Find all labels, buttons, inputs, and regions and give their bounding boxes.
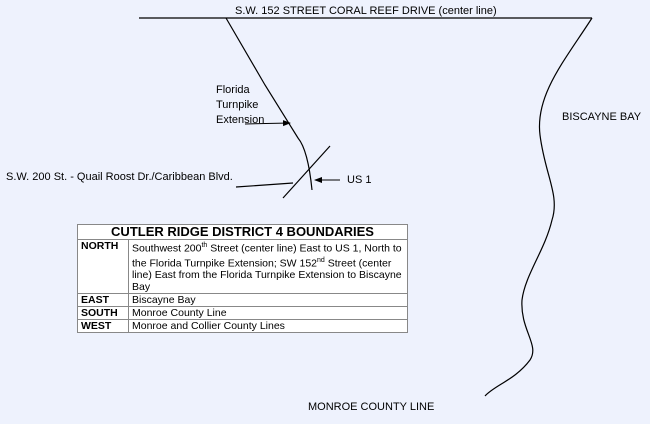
north-text-end: Street (center line) East from the Flori… bbox=[132, 257, 402, 293]
row-key: NORTH bbox=[77, 239, 129, 294]
sw200-line bbox=[235, 182, 294, 188]
sw200-label: S.W. 200 St. - Quail Roost Dr./Caribbean… bbox=[6, 171, 233, 183]
turnpike-label: Florida Turnpike Extension bbox=[216, 83, 264, 128]
biscayne-bay-label: BISCAYNE BAY bbox=[562, 111, 642, 123]
turnpike-line bbox=[225, 17, 313, 191]
row-key: SOUTH bbox=[77, 306, 129, 320]
row-key: EAST bbox=[77, 293, 129, 307]
turnpike-label-line: Extension bbox=[216, 114, 265, 126]
north-superscript-th: th bbox=[201, 242, 208, 249]
row-key: WEST bbox=[77, 319, 129, 333]
turnpike-label-line: Florida bbox=[216, 84, 250, 96]
north-text-middle: Street (center line) East to US 1, North… bbox=[132, 242, 402, 269]
row-value: Monroe and Collier County Lines bbox=[128, 319, 408, 333]
row-value: Monroe County Line bbox=[128, 306, 408, 320]
bay-coastline bbox=[484, 17, 593, 397]
table-title: CUTLER RIDGE DISTRICT 4 BOUNDARIES bbox=[77, 224, 408, 240]
north-superscript-nd: nd bbox=[317, 256, 325, 264]
row-value: Biscayne Bay bbox=[128, 293, 408, 307]
boundaries-table: CUTLER RIDGE DISTRICT 4 BOUNDARIES NORTH… bbox=[77, 224, 408, 333]
row-value: Southwest 200th Street (center line) Eas… bbox=[128, 239, 408, 294]
sw152-label: S.W. 152 STREET CORAL REEF DRIVE (center… bbox=[235, 5, 497, 17]
turnpike-arrow-icon bbox=[244, 120, 291, 127]
us1-label: US 1 bbox=[347, 174, 372, 186]
north-text-start: Southwest 200 bbox=[132, 242, 202, 255]
monroe-county-label: MONROE COUNTY LINE bbox=[308, 401, 435, 413]
turnpike-label-line: Turnpike bbox=[216, 99, 259, 111]
table-row: NORTH Southwest 200th Street (center lin… bbox=[77, 239, 408, 294]
us1-line bbox=[282, 145, 331, 199]
